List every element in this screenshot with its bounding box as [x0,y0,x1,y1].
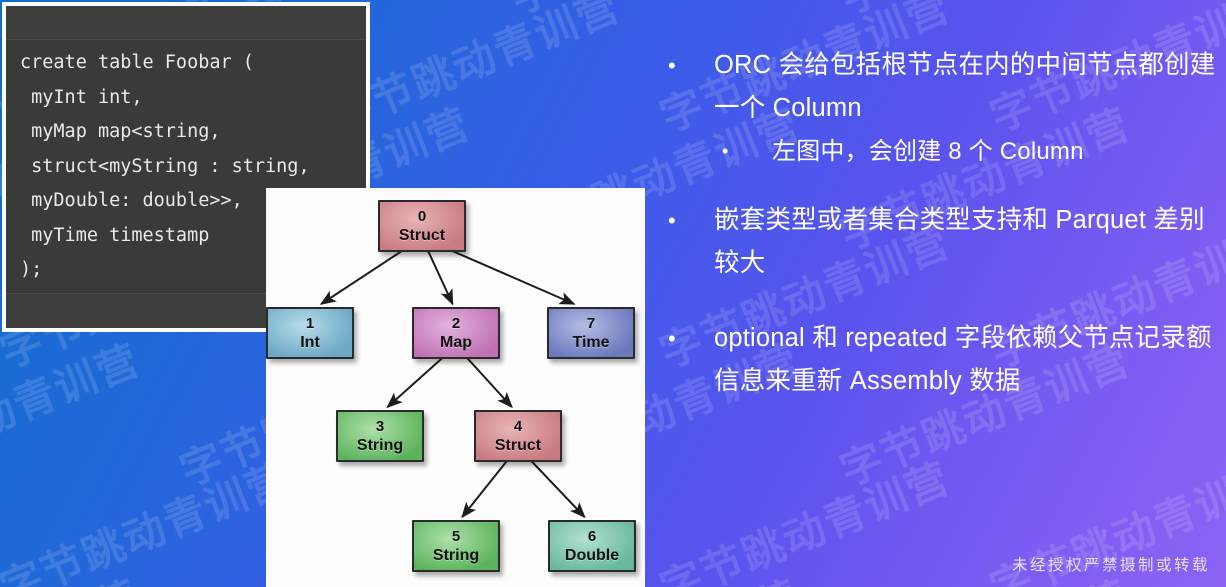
watermark-text: 字节跳动青训营 [0,563,148,587]
tree-node-1-label: Int [300,334,320,351]
bullet-marker-icon: • [668,208,676,233]
tree-node-7-number: 7 [586,315,596,332]
copyright-notice: 未经授权严禁摄制或转载 [1011,556,1210,574]
tree-edge-4-5 [461,460,508,519]
sql-create-table-code: create table Foobar ( myInt int, myMap m… [20,52,310,280]
bullet-spacer-2 [668,285,1226,317]
tree-node-4-label: Struct [494,437,542,454]
watermark-text: 字节跳动青训营 [0,334,148,496]
code-editor-surface: create table Foobar ( myInt int, myMap m… [6,6,366,328]
code-editor-top-strip [6,6,366,40]
code-snippet-panel: create table Foobar ( myInt int, myMap m… [2,2,370,332]
bullet-item-2: • 左图中，会创建 8 个 Column [722,130,1226,173]
tree-edge-2-4 [466,357,513,409]
tree-node-5-number: 5 [451,528,461,545]
tree-edge-0-1 [319,250,403,305]
tree-node-4-number: 4 [513,418,523,435]
tree-node-3-number: 3 [375,418,385,435]
tree-node-2-label: Map [440,334,472,351]
tree-node-6-number: 6 [587,528,597,545]
watermark-text: 字节跳动青训营 [830,0,1138,26]
bullet-item-1: • ORC 会给包括根节点在内的中间节点都创建一个 Column [668,44,1226,130]
tree-node-5-label: String [432,547,480,564]
tree-node-0-number: 0 [417,208,427,225]
tree-node-2-number: 2 [451,315,461,332]
tree-node-7-label: Time [572,334,610,351]
sub-bullet-marker-icon: • [722,141,729,161]
watermark-text: 字节跳动青训营 [653,452,958,587]
bullet-marker-icon: • [668,326,676,351]
tree-edge-0-7 [452,250,576,305]
tree-node-3-label: String [356,437,404,454]
tree-node-1-number: 1 [305,315,315,332]
bullet-item-1-text: ORC 会给包括根节点在内的中间节点都创建一个 Column [714,51,1216,122]
bullet-item-4: • optional 和 repeated 字段依赖父节点记录额信息来重新 As… [668,317,1226,403]
bullet-item-2-text: 左图中，会创建 8 个 Column [772,138,1084,165]
bullet-spacer-1 [668,173,1226,199]
tree-edges-svg [319,250,586,519]
tree-node-6-label: Double [564,547,620,564]
tree-edge-2-3 [386,357,443,409]
bullet-list: • ORC 会给包括根节点在内的中间节点都创建一个 Column • 左图中，会… [668,44,1226,403]
tree-edge-4-6 [530,460,586,519]
watermark-text: 字节跳动青训营 [0,452,298,587]
tree-node-0-label: Struct [398,227,446,244]
watermark-text: 字节跳动青训营 [500,0,808,26]
tree-edge-0-2 [427,250,454,306]
bullet-item-3: • 嵌套类型或者集合类型支持和 Parquet 差别较大 [668,199,1226,285]
bullet-marker-icon: • [668,53,676,78]
bullet-item-4-text: optional 和 repeated 字段依赖父节点记录额信息来重新 Asse… [714,324,1212,395]
bullet-item-3-text: 嵌套类型或者集合类型支持和 Parquet 差别较大 [714,206,1205,277]
